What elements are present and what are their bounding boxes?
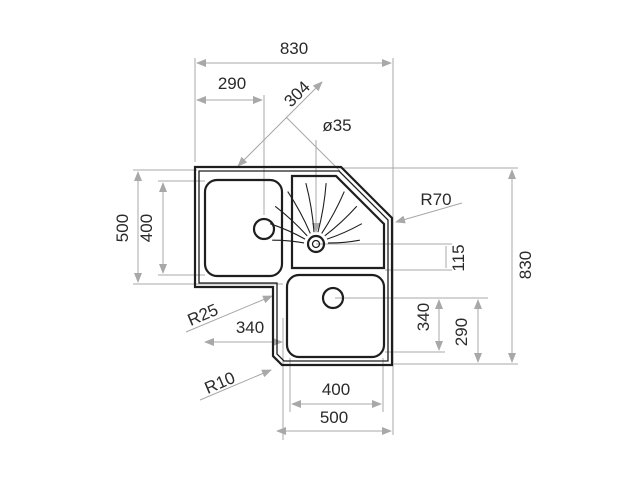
label-400-bottom: 400 bbox=[322, 380, 350, 399]
sink-rim bbox=[198, 170, 389, 362]
label-drain-diameter: ø35 bbox=[322, 116, 351, 135]
label-overall-height: 830 bbox=[516, 251, 535, 279]
drainer-groove bbox=[274, 205, 308, 237]
right-bowl bbox=[285, 273, 386, 359]
label-r70: R70 bbox=[420, 190, 451, 209]
label-290-right: 290 bbox=[452, 318, 471, 346]
label-drain-offset: 115 bbox=[449, 244, 468, 271]
drainer-groove bbox=[269, 223, 306, 240]
label-r10: R10 bbox=[202, 368, 238, 398]
sink-outline bbox=[193, 165, 394, 367]
label-340-left: 340 bbox=[236, 318, 264, 337]
drainer-tray bbox=[269, 174, 386, 270]
drainer-groove bbox=[272, 239, 305, 244]
label-overall-width: 830 bbox=[280, 39, 308, 58]
leader-r10 bbox=[199, 369, 272, 401]
drainer-groove bbox=[287, 191, 311, 234]
dim-304 bbox=[237, 81, 323, 167]
drainer-drain-center bbox=[311, 239, 321, 249]
drainer-drain bbox=[306, 234, 326, 254]
leader-r70 bbox=[395, 202, 463, 224]
label-left-depth: 500 bbox=[113, 214, 132, 242]
drainer-groove bbox=[324, 205, 358, 237]
right-bowl-drain bbox=[321, 286, 345, 310]
left-bowl bbox=[203, 178, 284, 278]
leader-r25 bbox=[185, 295, 273, 333]
label-500-bottom: 500 bbox=[320, 408, 348, 427]
drainer-outline bbox=[290, 174, 386, 270]
label-340-right: 340 bbox=[414, 303, 433, 331]
dimension-labels: 830 290 304 ø35 R70 500 400 115 830 R25 … bbox=[113, 39, 535, 427]
left-bowl-drain bbox=[252, 217, 276, 241]
dimension-lines bbox=[133, 58, 518, 440]
drainer-groove bbox=[321, 191, 345, 234]
drainer-groove bbox=[326, 223, 363, 240]
ext-line-304 bbox=[285, 116, 341, 172]
drainer-groove bbox=[317, 183, 327, 233]
label-diagonal: 304 bbox=[280, 77, 313, 110]
drainer-groove bbox=[327, 239, 360, 244]
drainer-grooves bbox=[269, 182, 363, 244]
sink-outer-edge bbox=[193, 165, 394, 367]
label-left-bowl-offset: 290 bbox=[218, 74, 246, 93]
label-left-bowl-depth: 400 bbox=[137, 214, 156, 242]
drainer-groove bbox=[305, 182, 315, 233]
